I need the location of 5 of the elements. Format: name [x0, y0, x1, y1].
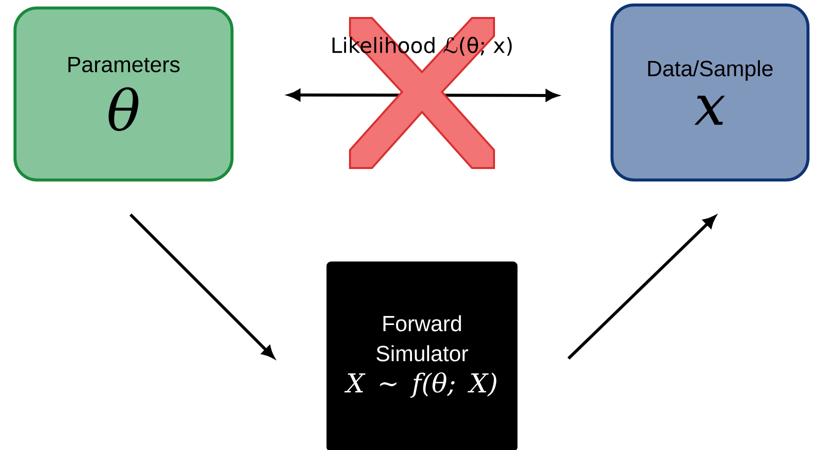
process-box: Forward Simulator X ∼ f(θ; X) — [326, 262, 518, 450]
arrow — [567, 216, 716, 360]
process-box: Data/Sample x — [610, 4, 810, 182]
arrow — [129, 213, 274, 358]
process-box: Parameters θ — [14, 6, 234, 182]
